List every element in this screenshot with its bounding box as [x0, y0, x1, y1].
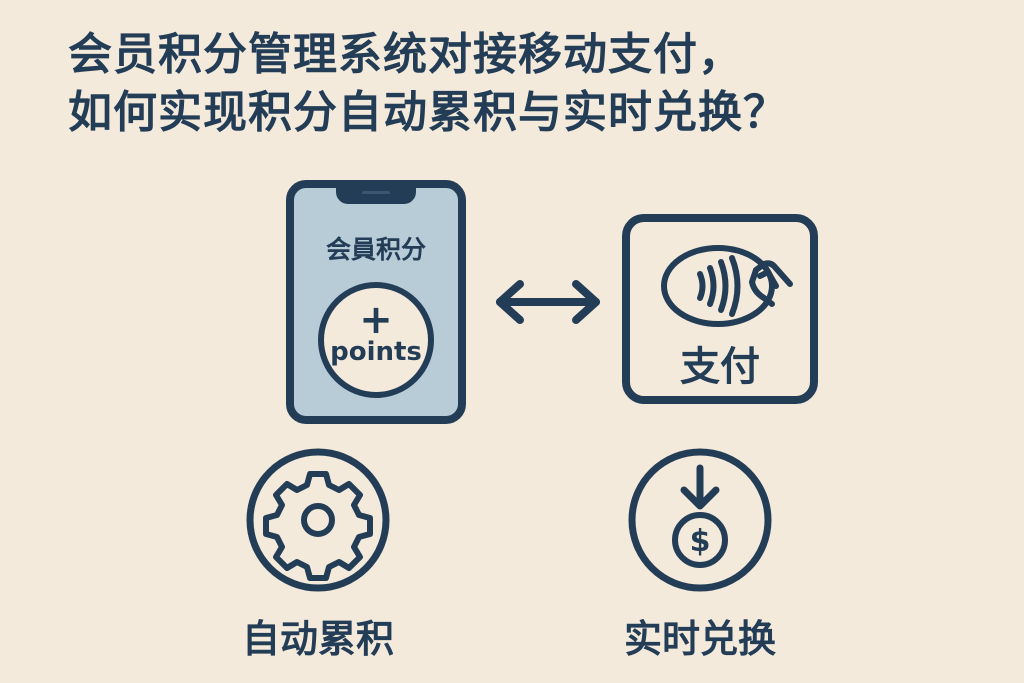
payment-label: 支付 — [680, 344, 760, 390]
realtime-redeem-label: 实时兑换 — [623, 617, 776, 661]
contactless-payment-icon — [660, 242, 800, 338]
points-badge: + points — [318, 282, 434, 398]
feature-realtime-redeem: $ 实时兑换 — [600, 446, 800, 663]
smartphone-icon: 会員积分 + points — [286, 180, 466, 424]
gear-icon — [246, 448, 390, 592]
points-text: points — [330, 337, 422, 367]
auto-accumulate-label: 自动累积 — [241, 617, 394, 661]
double-arrow-icon — [492, 276, 604, 332]
title-line-1: 会员积分管理系统对接移动支付， — [68, 29, 743, 80]
member-points-label: 会員积分 — [325, 235, 426, 264]
feature-auto-accumulate: 自动累积 — [218, 446, 418, 663]
page-title: 会员积分管理系统对接移动支付， 如何实现积分自动累积与实时兑换？ — [68, 26, 788, 142]
phone-notch — [336, 186, 416, 204]
svg-text:$: $ — [690, 524, 711, 559]
payment-box: 支付 — [622, 214, 818, 404]
download-dollar-icon: $ — [628, 448, 772, 592]
plus-icon: + — [359, 297, 393, 343]
title-line-2: 如何实现积分自动累积与实时兑换？ — [68, 87, 788, 138]
